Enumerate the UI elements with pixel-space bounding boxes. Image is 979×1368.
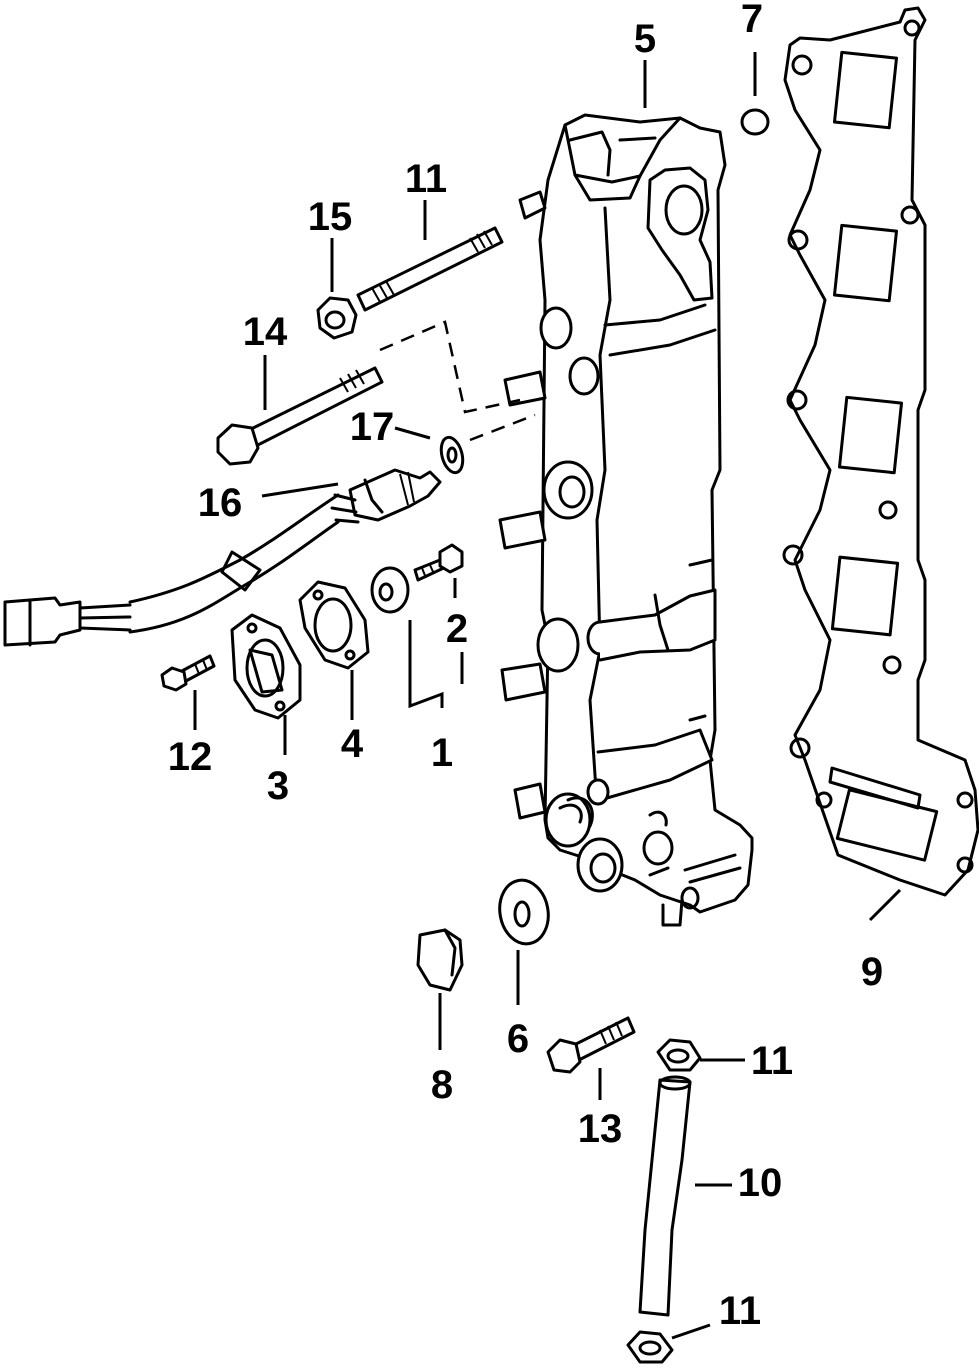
washer-part-18: [439, 435, 465, 475]
callout-8: 8: [431, 1063, 453, 1107]
callout-5: 5: [634, 17, 656, 61]
screw-part-2: [413, 543, 464, 582]
bolt-part-14: [546, 1016, 636, 1074]
callout-4: 4: [341, 722, 364, 766]
callout-12: 11: [405, 157, 447, 201]
clamp-part-11-lower: [626, 1330, 674, 1364]
cover-part-1: [370, 566, 410, 614]
callout-17: 16: [198, 481, 243, 525]
callout-1: 1: [431, 731, 453, 775]
manifold-part-5: [498, 113, 754, 927]
stud-part-12: [356, 226, 504, 312]
alignment-dashed-line: [379, 320, 536, 442]
leader-lines: [193, 52, 902, 1340]
callout-11-lower: 11: [719, 1289, 761, 1333]
callout-3: 3: [267, 764, 289, 808]
callout-labels: 5 7 11 15 14 17 16 2 1 4 3 12 6 8 9 13 1…: [168, 0, 883, 1333]
callout-16: 15: [308, 195, 353, 239]
bolt-part-15: [216, 366, 384, 466]
nut-part-16: [316, 296, 358, 340]
clamp-part-11-upper: [656, 1038, 702, 1072]
callout-7: 7: [741, 0, 763, 41]
callout-14: 13: [578, 1107, 623, 1151]
cap-part-8: [416, 928, 464, 992]
callout-2: 2: [446, 607, 468, 651]
hose-part-10: [638, 1075, 692, 1317]
washer-part-6: [498, 878, 550, 946]
plug-part-7: [740, 108, 770, 136]
callout-6: 6: [507, 1017, 529, 1061]
callout-15: 14: [243, 310, 288, 354]
gasket-part-9: [782, 6, 979, 897]
callout-13: 12: [168, 735, 213, 779]
screw-part-13: [160, 654, 216, 692]
gasket-part-4: [298, 580, 370, 670]
callout-10: 10: [738, 1161, 783, 1205]
callout-18: 17: [350, 405, 395, 449]
cover-part-3: [230, 613, 302, 720]
callout-11-upper: 11: [751, 1039, 793, 1083]
callout-9: 9: [861, 950, 883, 994]
sensor-part-17: [3, 468, 442, 647]
